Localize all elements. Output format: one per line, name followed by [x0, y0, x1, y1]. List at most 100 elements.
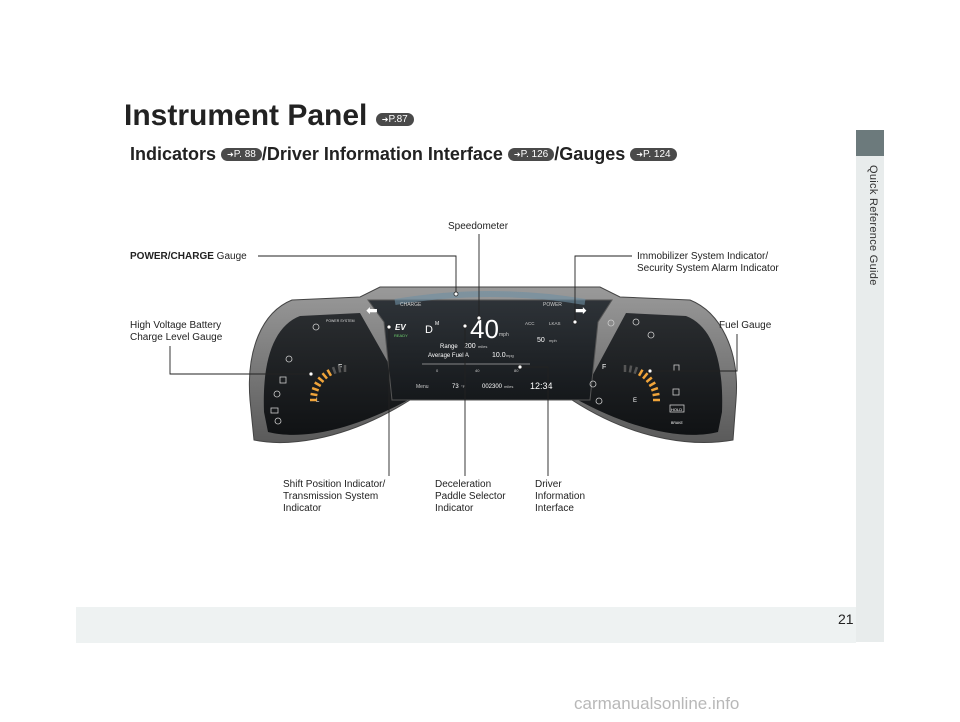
watermark: carmanualsonline.info — [574, 694, 740, 713]
gauges-ref-link[interactable]: ➜P. 124 — [630, 148, 677, 161]
acc-unit: mph — [549, 338, 557, 343]
label-shift-line1: Shift Position Indicator/ — [283, 479, 386, 490]
label-power-charge: POWER/CHARGE Gauge — [130, 251, 247, 263]
center-display — [367, 299, 613, 401]
range-value: 200 — [464, 343, 476, 350]
fuel-gauge-f: F — [602, 364, 606, 371]
warning-lamp-icon — [312, 323, 320, 331]
gauge-segment — [310, 392, 318, 397]
power-system-label: POWER SYSTEM — [326, 319, 355, 323]
page-footer — [76, 607, 856, 643]
callout-fuel — [650, 334, 738, 372]
callout-hv-battery — [169, 346, 311, 375]
label-decel-line1: Deceleration — [435, 479, 492, 490]
left-turn-signal-icon: ⬅ — [366, 303, 378, 319]
hold-indicator — [669, 404, 685, 413]
label-decel-line3: Indicator — [435, 503, 474, 514]
ref-text: P. 124 — [642, 149, 671, 160]
sidebar-tab[interactable] — [856, 130, 884, 156]
callout-dot — [453, 291, 459, 297]
arrow-icon: ➜ — [381, 115, 389, 124]
ev-indicator: EV — [395, 323, 406, 332]
subtitle-gauges: /Gauges — [554, 144, 626, 164]
callout-driver-info — [520, 366, 549, 476]
oil-pressure-icon — [273, 390, 281, 398]
ref-text: P. 126 — [520, 149, 549, 160]
scale-40: 40 — [475, 368, 480, 373]
callout-immobilizer — [574, 255, 632, 322]
sidebar-label: Quick Reference Guide — [867, 165, 879, 286]
lkas-label: LKAS — [549, 321, 561, 326]
gauge-segment — [628, 365, 633, 373]
callout-dot — [476, 315, 482, 321]
gauge-segment — [648, 381, 656, 388]
gauge-segment — [337, 365, 342, 373]
brake-label: BRAKE — [671, 421, 684, 425]
sidebar-strip — [856, 130, 884, 642]
page-ref-text: P.87 — [388, 114, 408, 125]
scale-0: 0 — [436, 368, 439, 373]
gauge-segment — [311, 386, 320, 392]
eco-icon — [589, 380, 597, 388]
gauge-segment — [642, 372, 649, 380]
range-unit: miles — [478, 344, 487, 349]
mode-indicator: M — [435, 321, 439, 327]
label-hv-line2: Charge Level Gauge — [130, 332, 223, 343]
gear-indicator: D — [425, 324, 433, 336]
ready-indicator: READY — [394, 333, 408, 338]
range-label: Range — [440, 344, 458, 350]
avg-fuel-label: Average Fuel A — [428, 353, 469, 359]
label-immobilizer-line1: Immobilizer System Indicator/ — [637, 251, 769, 262]
label-driver-line3: Interface — [535, 503, 574, 514]
label-power-charge-rest: Gauge — [213, 251, 247, 262]
lights-on-icon — [647, 331, 655, 339]
clock: 12:34 — [530, 381, 553, 391]
callout-dot — [572, 319, 578, 325]
power-label: POWER — [543, 302, 562, 308]
power-charge-arc — [394, 291, 586, 305]
label-hv-line1: High Voltage Battery — [130, 320, 222, 331]
arrow-icon: ➜ — [513, 150, 521, 159]
scale-80: 80 — [514, 368, 519, 373]
page-ref-link[interactable]: ➜P.87 — [375, 113, 414, 126]
headlight-icon — [607, 319, 615, 327]
acc-label: ACC — [525, 321, 535, 326]
gauge-segment — [637, 369, 644, 377]
avg-fuel-unit: mpg — [506, 353, 514, 358]
label-shift-position: Shift Position Indicator/Transmission Sy… — [283, 479, 385, 515]
label-decel-line2: Paddle Selector — [435, 491, 506, 502]
fuel-level-gauge — [623, 365, 660, 402]
page-title-text: Instrument Panel — [124, 99, 368, 132]
label-speedometer: Speedometer — [448, 221, 509, 232]
dii-ref-link[interactable]: ➜P. 126 — [507, 148, 555, 161]
label-driver-line1: Driver — [535, 479, 562, 490]
avg-fuel-value: 10.0 — [492, 352, 506, 359]
gauge-segment — [645, 376, 653, 383]
gauge-segment — [652, 392, 660, 397]
battery-charge-icon — [270, 407, 279, 414]
page-title: Instrument Panel ➜P.87 — [124, 99, 414, 133]
callout-dot — [308, 371, 314, 377]
callout-dot — [517, 364, 523, 370]
brake-system-icon — [285, 355, 293, 363]
gauge-segment — [633, 366, 639, 375]
indicators-ref-link[interactable]: ➜P. 88 — [221, 148, 262, 161]
battery-gauge-l: L — [316, 398, 320, 404]
label-power-charge-bold: POWER/CHARGE — [130, 251, 214, 262]
section-subtitle: Indicators ➜P. 88/Driver Information Int… — [130, 144, 677, 165]
label-immobilizer-line2: Security System Alarm Indicator — [637, 263, 779, 274]
battery-level-gauge — [310, 365, 347, 402]
tpms-icon — [632, 318, 640, 326]
vsa-icon — [595, 397, 603, 405]
callout-dot — [386, 324, 392, 330]
arrow-icon: ➜ — [636, 150, 643, 159]
low-fuel-icon — [672, 388, 680, 396]
hold-label: HOLD — [671, 407, 682, 412]
callout-power-charge — [258, 255, 457, 294]
gauge-segment — [321, 372, 328, 380]
odometer: 002300 — [482, 384, 503, 390]
callout-dot — [647, 368, 653, 374]
